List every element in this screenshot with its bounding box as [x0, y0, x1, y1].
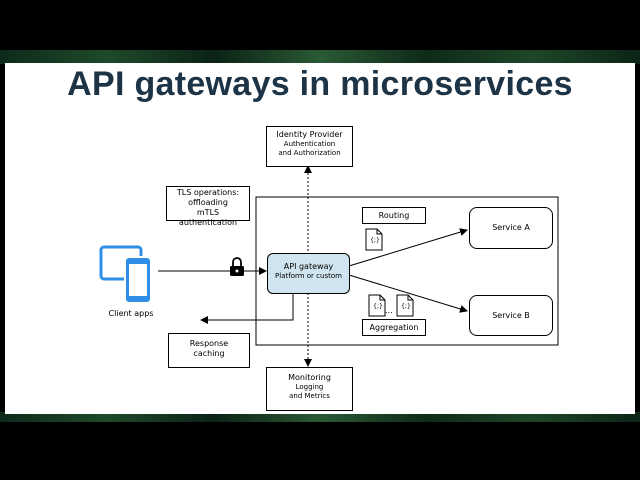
response-caching-line2: caching: [193, 349, 225, 358]
identity-provider-box: Identity Provider Authentication and Aut…: [266, 126, 353, 167]
client-apps-label: Client apps: [108, 309, 154, 318]
tls-line3: mTLS authentication: [178, 208, 238, 227]
identity-provider-line2: and Authorization: [278, 149, 341, 157]
monitoring-line2: and Metrics: [289, 392, 330, 400]
service-b-label: Service B: [492, 311, 530, 320]
response-caching-box: Response caching: [168, 333, 250, 368]
route-to-service-a: [348, 228, 468, 267]
identity-provider-line1: Authentication: [283, 140, 336, 148]
tls-line2: offloading: [188, 198, 228, 207]
routing-doc-glyph: {;}: [370, 237, 380, 244]
aggregation-doc-glyph-2: {;}: [401, 303, 411, 310]
response-arrow: [200, 289, 294, 324]
page-title: API gateways in microservices: [67, 65, 573, 103]
routing-doc-icon: [365, 228, 383, 251]
monitoring-box: Monitoring Logging and Metrics: [266, 367, 353, 411]
monitoring-title: Monitoring: [288, 373, 331, 382]
decorative-band-top: [0, 50, 640, 64]
api-gateway-sub: Platform or custom: [275, 272, 342, 280]
lock-icon: [230, 257, 244, 276]
diagram-canvas: API gateways in microservices: [5, 63, 635, 414]
service-a-box: Service A: [469, 207, 553, 249]
routing-label: Routing: [378, 211, 410, 220]
service-b-box: Service B: [469, 295, 553, 336]
aggregation-doc-icon-1: [368, 294, 386, 317]
decorative-band-bottom: [0, 412, 640, 422]
response-caching-line1: Response: [189, 339, 229, 348]
tls-line1: TLS operations:: [176, 188, 240, 197]
aggregation-doc-glyph-1: {;}: [373, 303, 383, 310]
client-device-icon: [99, 245, 152, 304]
monitoring-line1: Logging: [295, 383, 324, 391]
routing-box: Routing: [362, 207, 426, 224]
api-gateway-title: API gateway: [283, 262, 334, 271]
identity-provider-title: Identity Provider: [276, 130, 343, 139]
tls-operations-box: TLS operations: offloading mTLS authenti…: [166, 186, 250, 227]
api-gateway-box: API gateway Platform or custom: [267, 253, 350, 294]
aggregation-ellipsis: ...: [385, 306, 393, 315]
aggregation-doc-icon-2: [396, 294, 414, 317]
service-a-label: Service A: [492, 223, 530, 232]
diagram-wires: [99, 165, 559, 367]
aggregation-label: Aggregation: [369, 323, 419, 332]
route-to-service-b: [348, 274, 468, 313]
aggregation-box: Aggregation: [362, 319, 426, 336]
